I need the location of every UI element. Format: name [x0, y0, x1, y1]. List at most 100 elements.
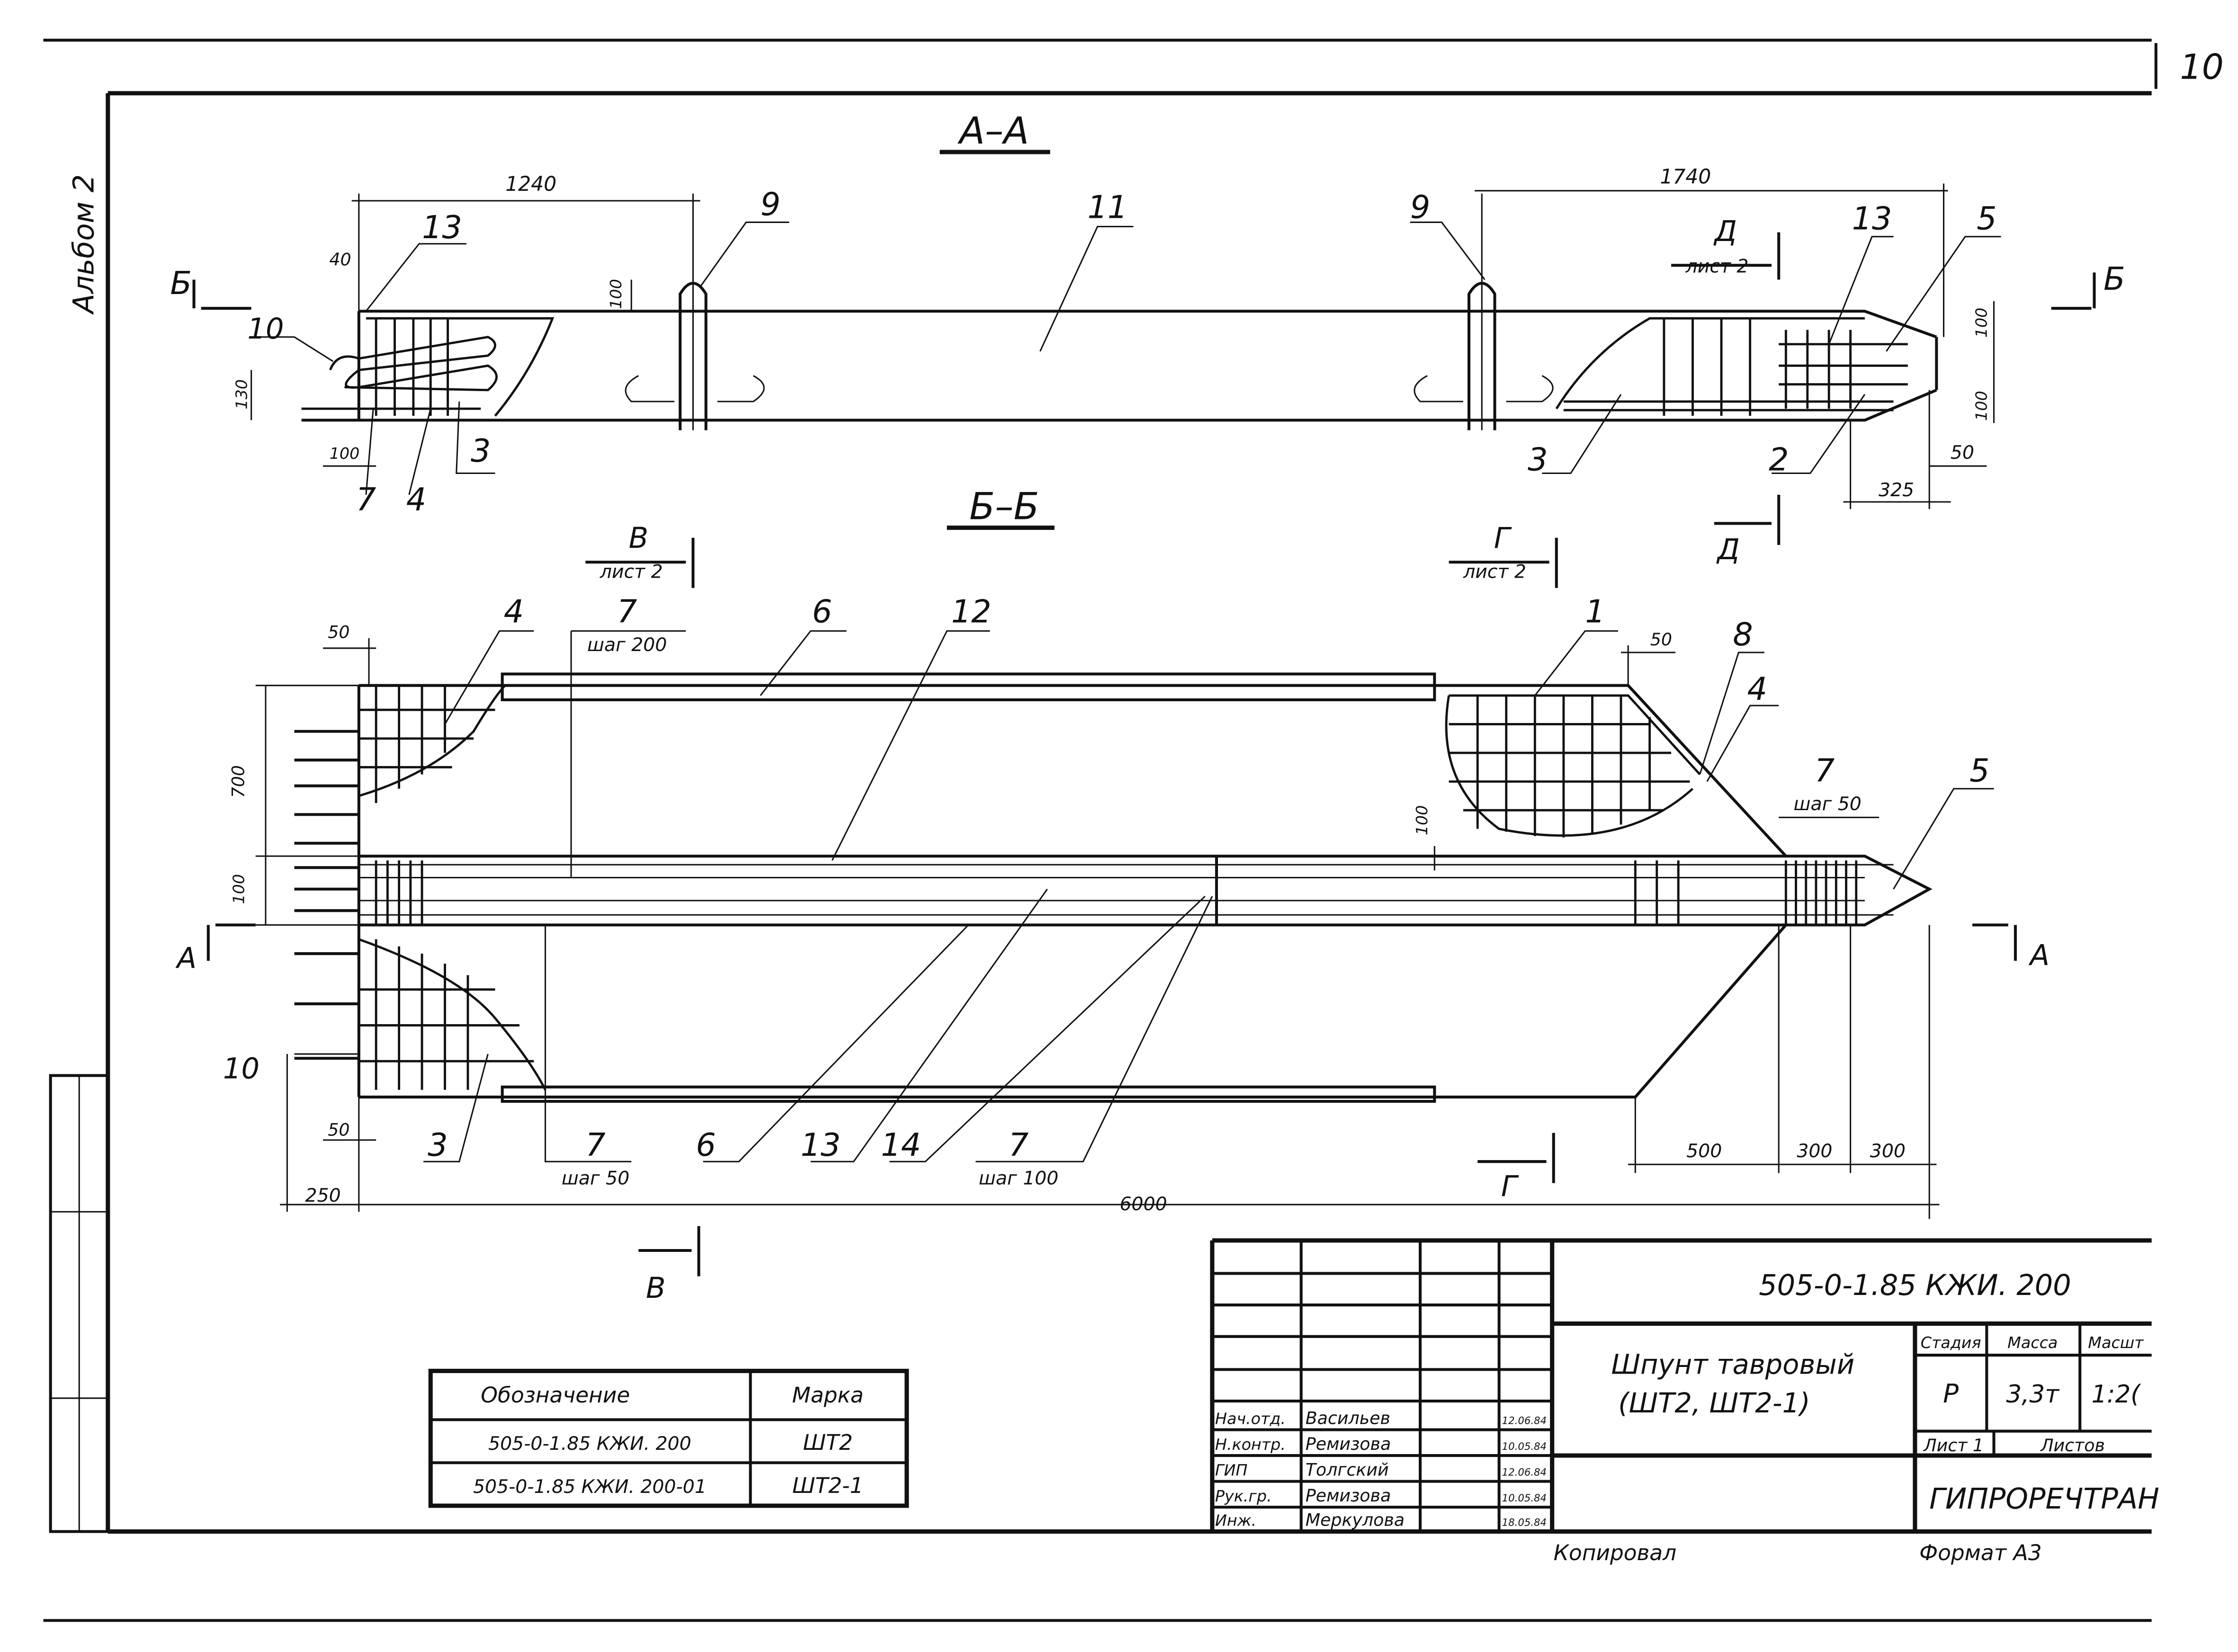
signature-date: 18.05.84	[1502, 1516, 1547, 1528]
section-marker: А	[175, 942, 197, 975]
dim: 50	[328, 1120, 349, 1140]
callout: 6	[812, 593, 832, 630]
signature-date: 10.05.84	[1502, 1492, 1547, 1504]
signature-name: Ремизова	[1306, 1434, 1391, 1454]
table-cell: 505-0-1.85 КЖИ. 200	[488, 1433, 691, 1455]
callout: 3	[428, 1126, 448, 1163]
title-block	[1210, 1238, 2152, 1532]
sheets-label: Листов	[2040, 1435, 2105, 1456]
mass-value: 3,3т	[2006, 1380, 2060, 1409]
callout: 9	[1410, 188, 1430, 225]
step-label: шаг 50	[562, 1168, 629, 1189]
section-aa-drawing	[192, 150, 2096, 545]
section-marker: А	[2028, 939, 2050, 972]
table-cell: ШТ2	[803, 1430, 853, 1455]
dim: 300	[1797, 1140, 1832, 1162]
callout: 2	[1769, 441, 1789, 478]
scale-value: 1:2(	[2091, 1380, 2141, 1409]
section-bb-drawing	[206, 525, 2017, 1277]
signature-name: Васильев	[1306, 1408, 1390, 1428]
section-marker: В	[629, 522, 649, 555]
sheet-frame	[43, 38, 2157, 1622]
callout: 7	[1009, 1126, 1029, 1163]
signature-date: 12.06.84	[1502, 1466, 1547, 1478]
signature-name: Толгский	[1306, 1459, 1389, 1480]
album-label: Альбом 2	[68, 174, 101, 315]
sheet-ref: лист 2	[1685, 255, 1749, 277]
signature-name: Ремизова	[1306, 1485, 1391, 1506]
dim: 100	[1972, 308, 1990, 338]
dim: 500	[1686, 1140, 1722, 1162]
table-cell: 505-0-1.85 КЖИ. 200-01	[473, 1476, 707, 1498]
signature-date: 10.05.84	[1502, 1440, 1547, 1452]
dim: 100	[1972, 391, 1990, 421]
dim: 50	[1951, 442, 1974, 464]
dim: 1240	[505, 172, 556, 196]
callout: 4	[406, 481, 426, 518]
drawing-name: Шпунт тавровый	[1611, 1348, 1854, 1380]
callout: 1	[1585, 593, 1605, 630]
section-marker: Г	[1494, 522, 1512, 555]
callout: 14	[881, 1126, 921, 1163]
callout: 9	[761, 186, 780, 223]
callout: 8	[1733, 616, 1753, 653]
callout: 13	[801, 1126, 841, 1163]
section-marker: Д	[1716, 533, 1740, 566]
dim: 6000	[1119, 1193, 1167, 1215]
dim: 40	[329, 249, 351, 269]
step-label: шаг 50	[1793, 793, 1861, 815]
dim: 100	[330, 444, 360, 463]
callout: 4	[1747, 670, 1767, 707]
callout: 6	[696, 1126, 716, 1163]
dim: 130	[233, 379, 251, 410]
marks-table	[428, 1368, 909, 1508]
callout: 10	[223, 1053, 260, 1086]
callout: 7	[1815, 752, 1835, 789]
mass-label: Масса	[2007, 1333, 2058, 1352]
callout: 5	[1977, 200, 1996, 237]
section-marker: Д	[1713, 215, 1737, 248]
table-header: Марка	[792, 1383, 864, 1408]
callout: 3	[471, 432, 491, 469]
signature-date: 12.06.84	[1502, 1414, 1547, 1426]
section-marker: Б	[170, 265, 192, 302]
dim: 300	[1870, 1140, 1906, 1162]
callout: 13	[1852, 200, 1892, 237]
dim: 250	[305, 1185, 341, 1206]
dim: 1740	[1660, 165, 1711, 188]
section-marker: Б	[2104, 260, 2125, 297]
stage-value: Р	[1943, 1378, 1959, 1409]
scale-label: Масшт	[2088, 1333, 2144, 1352]
dim: 100	[607, 279, 625, 309]
callout: 5	[1969, 752, 1989, 789]
callout: 4	[504, 593, 524, 630]
callout: 7	[585, 1126, 605, 1163]
signature-role: Н.контр.	[1215, 1435, 1286, 1454]
organization: ГИПРОРЕЧТРАН	[1929, 1482, 2159, 1516]
table-cell: ШТ2-1	[792, 1473, 863, 1498]
signature-name: Меркулова	[1306, 1509, 1405, 1530]
dim: 100	[1413, 805, 1431, 836]
format-label: Формат А3	[1919, 1540, 2042, 1565]
callout: 12	[951, 593, 992, 630]
copied-label: Копировал	[1554, 1540, 1676, 1565]
callout: 7	[617, 593, 637, 630]
section-bb-title: Б–Б	[969, 484, 1039, 528]
section-aa-title: А–А	[957, 109, 1029, 152]
table-header: Обозначение	[481, 1383, 630, 1408]
dim: 50	[328, 622, 349, 643]
sheet-label: Лист 1	[1923, 1435, 1984, 1456]
page-number: 10	[2180, 48, 2223, 88]
dim: 700	[228, 765, 249, 798]
callout: 10	[247, 313, 284, 346]
signature-role: Нач.отд.	[1215, 1409, 1286, 1428]
section-marker: В	[646, 1272, 666, 1305]
callout: 3	[1528, 441, 1548, 478]
callout: 7	[356, 481, 376, 518]
drawing-subname: (ШТ2, ШТ2-1)	[1618, 1387, 1810, 1419]
dim: 50	[1650, 629, 1672, 650]
stage-label: Стадия	[1921, 1333, 1981, 1352]
section-marker: Г	[1501, 1170, 1519, 1203]
